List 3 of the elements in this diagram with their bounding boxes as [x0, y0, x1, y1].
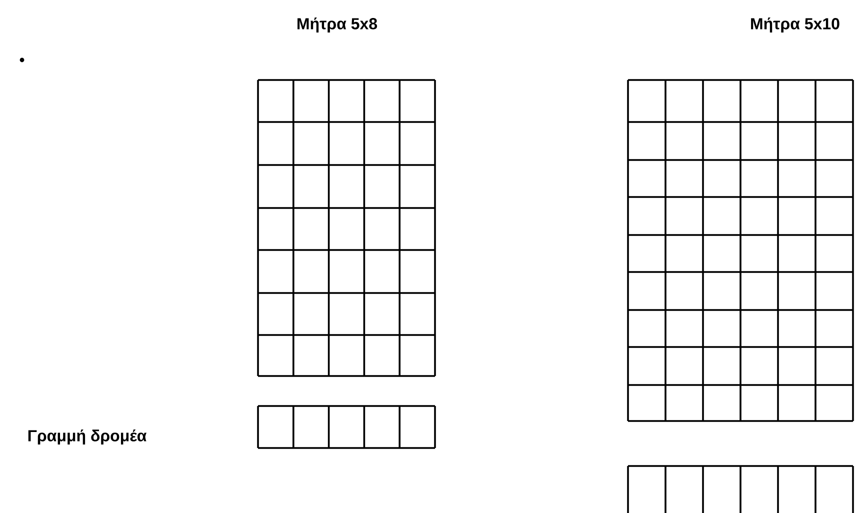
- heading: Μήτρα 5x8: [298, 17, 378, 33]
- heading: Μήτρα 5x10: [751, 17, 840, 33]
- row-label: Γραμμή δρομέα: [28, 429, 147, 445]
